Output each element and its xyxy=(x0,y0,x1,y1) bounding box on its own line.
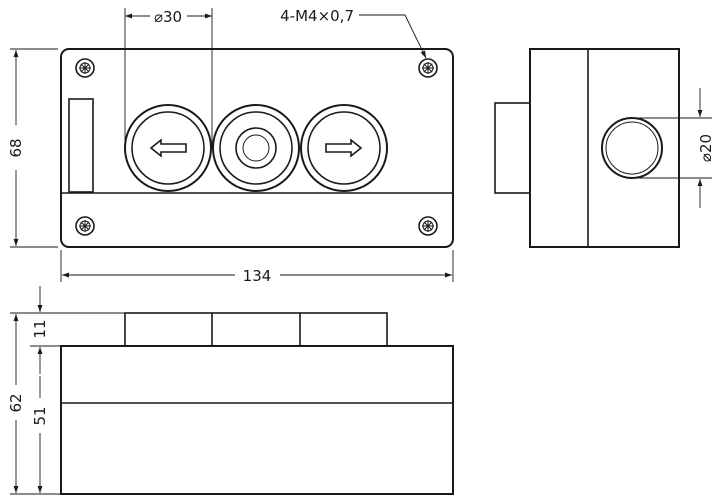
arrow-right-icon xyxy=(325,138,363,158)
body-depth-label: 51 xyxy=(31,406,49,425)
cable-entry-hole xyxy=(601,117,663,179)
button-left xyxy=(124,104,212,192)
button-diameter-label: ⌀30 xyxy=(154,8,182,26)
dim-hole-diameter: ⌀20 xyxy=(632,88,715,208)
dim-width: 134 xyxy=(60,250,454,285)
bottom-buttons-block xyxy=(124,312,388,347)
screw-bottom-left-icon xyxy=(75,216,95,236)
hole-diameter-label: ⌀20 xyxy=(697,134,715,162)
width-label: 134 xyxy=(243,267,272,285)
dim-total-depth: 62 xyxy=(7,314,61,495)
bottom-view xyxy=(60,312,454,495)
screw-spec-label: 4-M4×0,7 xyxy=(280,7,354,25)
dim-height: 68 xyxy=(7,48,58,248)
arrow-left-icon xyxy=(149,138,187,158)
front-view xyxy=(60,48,454,248)
height-label: 68 xyxy=(7,138,25,157)
screw-top-right-icon xyxy=(418,58,438,78)
screw-top-left-icon xyxy=(75,58,95,78)
dim-body-depth: 51 xyxy=(31,376,49,493)
dim-button-height: 11 xyxy=(10,286,125,374)
total-depth-label: 62 xyxy=(7,393,25,412)
indicator-lamp-icon xyxy=(235,127,277,169)
button-height-label: 11 xyxy=(31,319,49,338)
dim-button-diameter: ⌀30 xyxy=(124,8,213,148)
side-view xyxy=(494,48,680,248)
bottom-housing-outline xyxy=(60,345,454,495)
side-housing-outline xyxy=(529,48,680,248)
screw-bottom-right-icon xyxy=(418,216,438,236)
side-button-protrusion xyxy=(494,102,531,194)
button-center xyxy=(212,104,300,192)
label-slot xyxy=(68,98,94,193)
screw-spec-callout: 4-M4×0,7 xyxy=(280,7,427,59)
button-right xyxy=(300,104,388,192)
front-housing-outline xyxy=(60,48,454,248)
